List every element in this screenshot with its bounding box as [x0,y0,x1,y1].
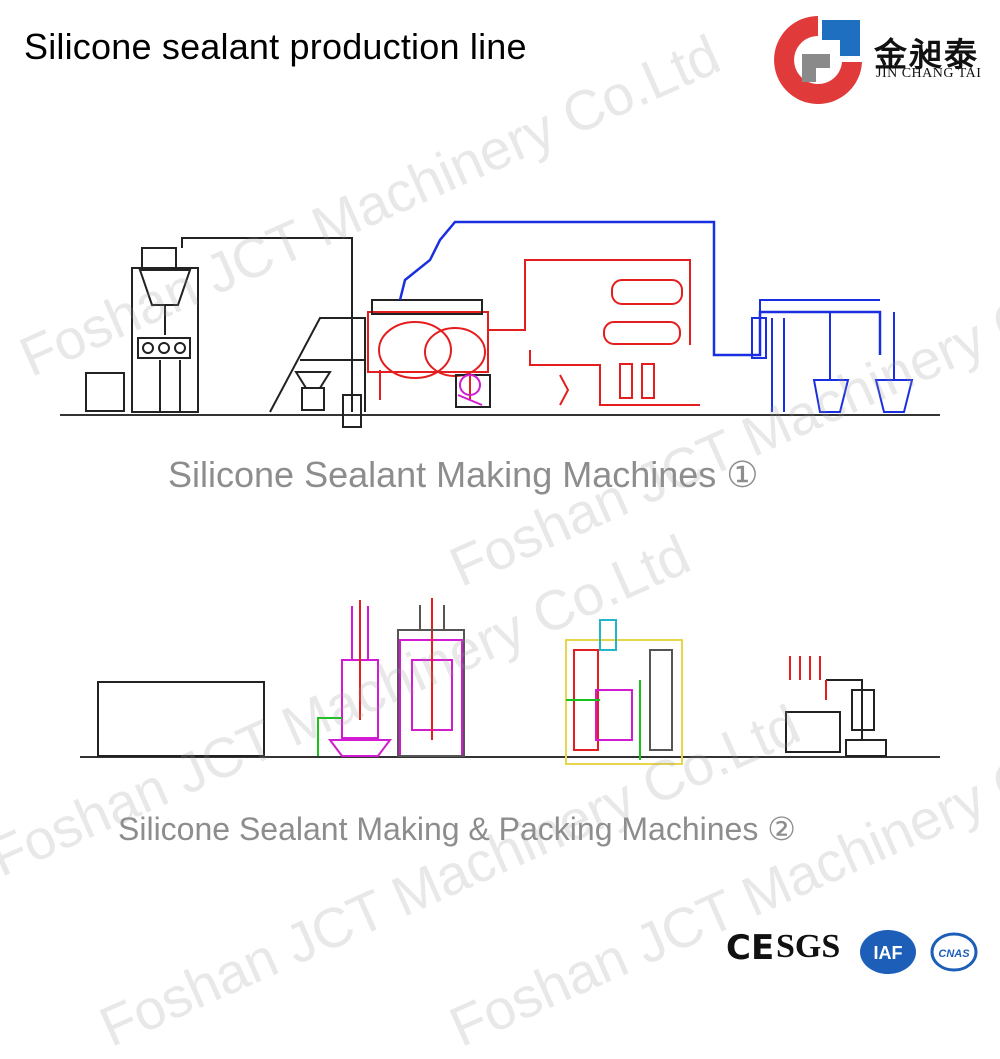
heat-exchanger [603,279,691,399]
iaf-text: IAF [874,943,903,963]
section2-green-line [317,717,342,756]
logo-english-text: JIN CHANG TAI [876,66,982,81]
logo-chinese-text: 金昶泰 [874,35,979,74]
planetary-mixer [367,311,489,400]
iaf-badge: IAF [860,930,916,974]
powder-pipe [181,237,353,300]
press-frame [397,605,465,757]
powder-silo [131,247,199,413]
storage-tank [97,681,265,757]
filling-machine [785,679,887,757]
section2-caption: Silicone Sealant Making & Packing Machin… [118,811,796,847]
mixer-drive [457,374,483,406]
logo-mark [774,16,862,104]
powder-feeder [85,372,125,412]
discharge-press [328,606,463,757]
cert-badges: IAF CNAS [860,930,978,974]
ce-mark: CE [726,928,775,968]
cnas-text: CNAS [938,948,970,960]
heating-pipe-red [488,259,691,331]
vacuum-units [751,312,914,413]
high-speed-disperser [565,619,683,765]
heater-coils [789,656,827,700]
sgs-mark: SGS [776,928,841,965]
page-title: Silicone sealant production line [24,26,527,67]
section1-caption: Silicone Sealant Making Machines ① [168,454,759,495]
cnas-badge: CNAS [930,932,978,972]
mixer-base [371,299,491,408]
vacuum-pipe-blue [398,220,882,357]
dosing-platform [269,300,366,428]
production-line-diagram [60,220,940,765]
section1-equipment [60,220,940,428]
section2-equipment [80,598,940,765]
jct-logo [774,16,862,104]
